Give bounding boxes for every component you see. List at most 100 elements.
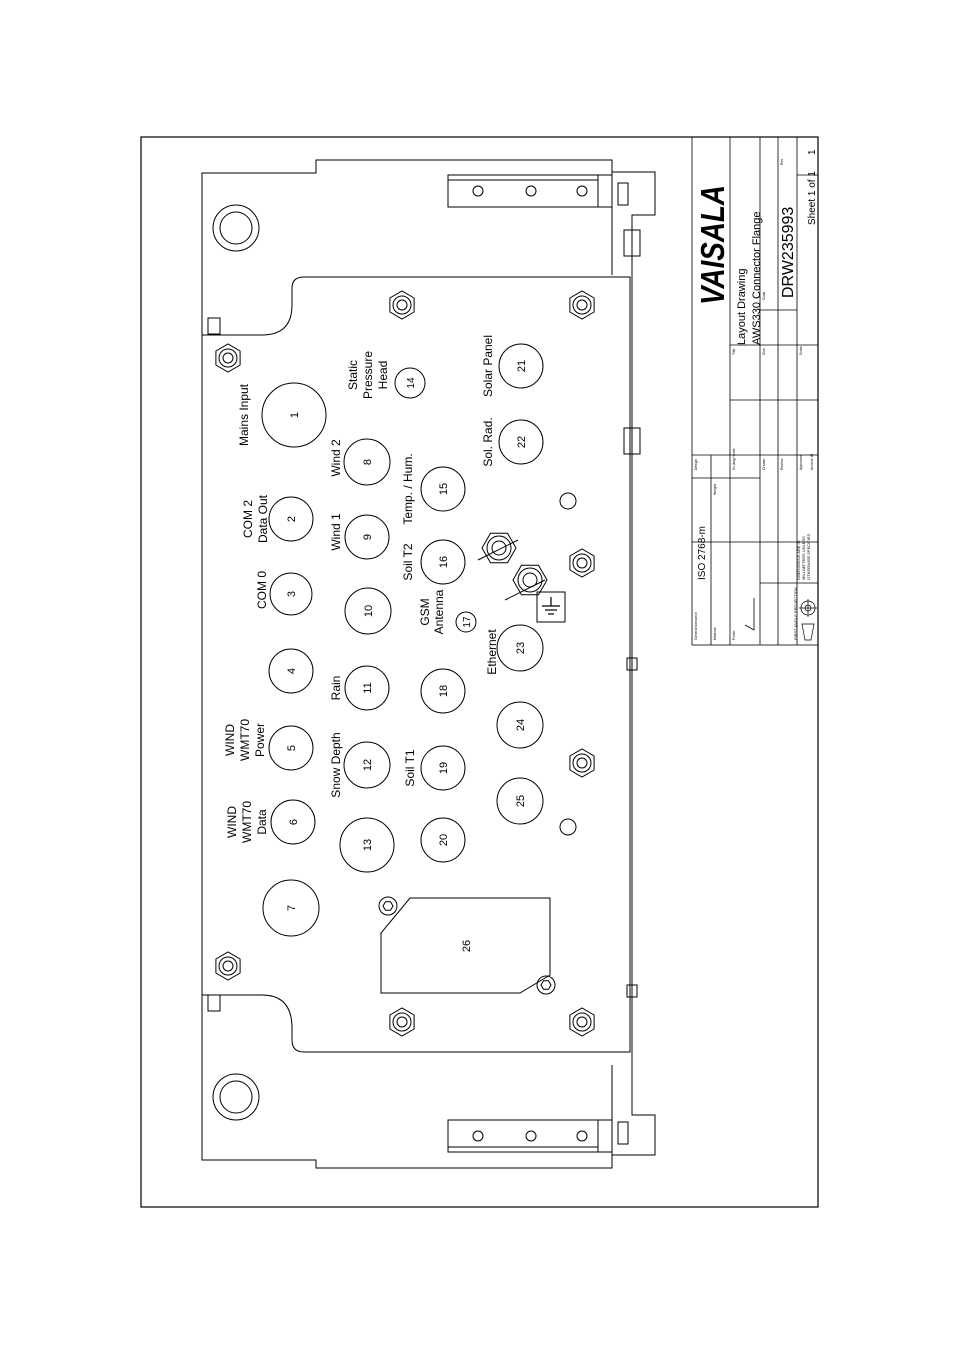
connector-hole (269, 572, 313, 616)
connector-number: 8 (362, 459, 374, 465)
connector-number: 23 (515, 642, 527, 654)
connector-number: 20 (438, 834, 450, 846)
title-block (691, 136, 819, 646)
connector-label: Soil T2 (401, 543, 415, 580)
cable-gland-icon (512, 564, 548, 596)
connector-hole (344, 587, 392, 635)
connector-15: 15 Temp. / Hum. (401, 453, 466, 525)
connector-label: WMT70 (240, 801, 254, 843)
connector-hole (268, 725, 314, 771)
cable-gland-icon (481, 532, 517, 564)
connector-number: 11 (362, 682, 374, 693)
label-approved: Approved (799, 455, 803, 470)
label-title: Title (732, 348, 736, 355)
connector-number: 18 (438, 685, 450, 697)
power-box-26 (380, 897, 551, 994)
connector-hole (496, 701, 544, 749)
tolerance-standard: ISO 2768-m (697, 526, 708, 580)
connector-label: Ethernet (485, 629, 499, 675)
connector-label: Data (255, 809, 269, 835)
connector-label: Rain (329, 676, 343, 701)
sheet-number: Sheet 1 of 1 (807, 171, 818, 225)
connector-label: Mains Input (237, 383, 251, 446)
connector-label: Data Out (256, 494, 270, 543)
label-code: Code (762, 292, 766, 300)
hex-nut-icon (389, 1007, 415, 1037)
connector-hole (344, 514, 390, 560)
label-finish: Finish (732, 631, 736, 640)
connector-hole (268, 648, 314, 694)
label-design: Design (694, 459, 698, 470)
connector-label: Solar Panel (481, 335, 495, 397)
connector-label: Wind 1 (329, 513, 343, 551)
connector-number: 1 (289, 412, 301, 418)
hex-screw-icon (378, 896, 398, 916)
connector-number: 26 (461, 940, 473, 952)
enclosure-outline (201, 159, 656, 1169)
connector-number: 6 (288, 819, 300, 825)
connector-label: Power (253, 723, 267, 757)
hex-nut-icon (389, 290, 415, 320)
connector-number: 25 (515, 795, 527, 807)
label-review: Review (780, 458, 784, 470)
connector-hole (420, 539, 466, 585)
label-creator: Creator (762, 457, 766, 470)
connector-number: 15 (438, 483, 450, 495)
connector-hole (420, 466, 466, 512)
connector-13: 13 (339, 817, 395, 873)
connector-hole (455, 611, 477, 633)
connector-label: Pressure (361, 351, 375, 399)
connector-1: 1 Mains Input (237, 382, 327, 448)
connector-label: COM 0 (255, 571, 269, 609)
connector-number: 9 (362, 534, 374, 540)
connector-number: 7 (286, 905, 298, 911)
connector-number: 21 (516, 360, 528, 372)
hex-screw-icon (536, 975, 556, 995)
connector-18: 18 (420, 668, 466, 714)
hex-nut-icon (569, 748, 595, 778)
surface-finish-icon (744, 598, 755, 631)
connector-number: 4 (286, 668, 298, 674)
dimensions-note-line2: MILLIMETERS UNLESS (801, 536, 806, 580)
drawing-title-line1: Layout Drawing (736, 269, 748, 345)
connector-23: 23 Ethernet (485, 624, 544, 675)
connector-hole (339, 817, 395, 873)
connector-number: 22 (516, 436, 528, 448)
connector-label: Static (346, 360, 360, 390)
connector-label: GSM (418, 598, 432, 625)
connector-24: 24 (496, 701, 544, 749)
connector-label: Temp. / Hum. (401, 453, 415, 524)
label-scale-dwg: Sc.dwg/ scale (732, 448, 736, 470)
connector-label: WMT70 (238, 719, 252, 761)
connector-hole (420, 745, 466, 791)
connector-number: 17 (462, 616, 473, 628)
drawing-code: DRW235993 (780, 207, 797, 298)
connector-hole (343, 741, 391, 789)
drawing-border (140, 136, 819, 1208)
revision-value: 1 (807, 149, 818, 155)
dimensions-note-line1: DIMENSIONS ARE IN (796, 540, 801, 580)
hex-nut-icon (215, 343, 241, 373)
connector-hole (262, 879, 320, 937)
small-hole (559, 818, 577, 836)
connector-hole (344, 665, 390, 711)
mounting-hole (212, 204, 260, 252)
connector-9: 9 Wind 1 (329, 513, 390, 560)
connector-label: Soil T1 (403, 749, 417, 786)
hex-nut-icon (215, 951, 241, 981)
label-material: Material (713, 627, 717, 640)
label-size: Size (762, 348, 766, 355)
connector-21: 21 Solar Panel (481, 335, 544, 397)
connector-hole (496, 777, 544, 825)
connector-11: 11 Rain (329, 665, 390, 711)
flange-plate (202, 276, 631, 1053)
drawing-title-line2: AWS330 Connector Flange (751, 212, 763, 346)
projection-symbol-icon (799, 599, 817, 641)
